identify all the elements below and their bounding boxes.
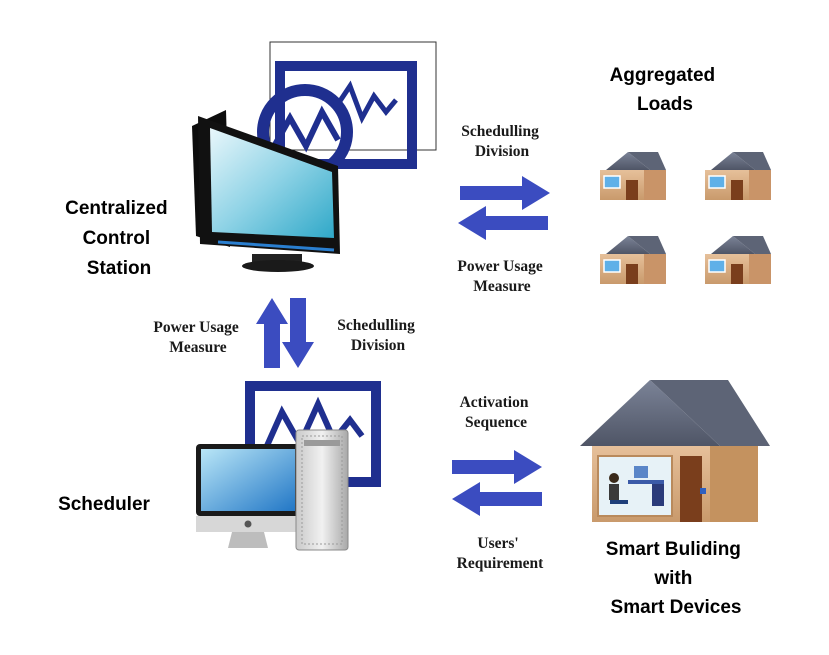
edge-label-line: Schedulling: [461, 123, 539, 140]
edge-label-line: Users': [477, 535, 518, 552]
edge-station-scheduler-left-label: Power Usage Measure: [153, 319, 242, 356]
scheduler-line-1: Scheduler: [58, 494, 150, 515]
house-icon: [705, 152, 771, 200]
left-arrow-icon: [452, 482, 542, 516]
edge-station-scheduler: Power Usage Measure Schedulling Division: [153, 298, 418, 368]
right-arrow-icon: [452, 450, 542, 484]
aggregated-loads-line-2: Loads: [637, 94, 693, 115]
aggregated-loads-node: Aggregated Loads: [600, 65, 771, 284]
smart-building-line-1: Smart Buliding: [606, 539, 741, 560]
scheduler-node: Scheduler: [58, 386, 376, 550]
left-arrow-icon: [458, 206, 548, 240]
up-arrow-icon: [256, 298, 288, 368]
down-arrow-icon: [282, 298, 314, 368]
aggregated-loads-label: Aggregated Loads: [610, 65, 721, 115]
house-icon: [705, 236, 771, 284]
control-station-line-1: Centralized: [65, 198, 167, 219]
edge-station-loads-bottom-label: Power Usage Measure: [457, 258, 546, 295]
edge-label-line: Power Usage: [457, 258, 542, 275]
desktop-computer-icon: [196, 430, 348, 550]
edge-station-loads-top-label: Schedulling Division: [461, 123, 542, 160]
control-station-node: Centralized Control Station: [65, 42, 436, 279]
control-station-label: Centralized Control Station: [65, 198, 173, 279]
control-station-line-3: Station: [87, 258, 151, 279]
smart-building-line-2: with: [653, 568, 692, 589]
edge-station-scheduler-right-label: Schedulling Division: [337, 317, 418, 354]
aggregated-loads-line-1: Aggregated: [610, 65, 716, 86]
edge-label-line: Power Usage: [153, 319, 238, 336]
right-arrow-icon: [460, 176, 550, 210]
edge-label-line: Sequence: [465, 414, 527, 431]
edge-scheduler-building: Activation Sequence Users' Requirement: [452, 394, 544, 572]
edge-label-line: Division: [351, 337, 406, 354]
house-icon: [600, 236, 666, 284]
edge-scheduler-building-bottom-label: Users' Requirement: [457, 535, 545, 572]
smart-building-node: Smart Buliding with Smart Devices: [580, 380, 770, 618]
edge-station-loads: Schedulling Division Power Usage Measure: [457, 123, 550, 295]
smart-house-icon: [580, 380, 770, 522]
control-station-line-2: Control: [83, 228, 151, 249]
smart-building-label: Smart Buliding with Smart Devices: [606, 539, 746, 618]
house-icon: [600, 152, 666, 200]
edge-scheduler-building-top-label: Activation Sequence: [460, 394, 533, 431]
edge-label-line: Division: [475, 143, 530, 160]
scheduler-label: Scheduler: [58, 494, 150, 515]
edge-label-line: Schedulling: [337, 317, 415, 334]
edge-label-line: Requirement: [457, 555, 545, 572]
edge-label-line: Measure: [169, 339, 227, 356]
smart-building-line-3: Smart Devices: [611, 597, 742, 618]
edge-label-line: Activation: [460, 394, 529, 411]
edge-label-line: Measure: [473, 278, 531, 295]
